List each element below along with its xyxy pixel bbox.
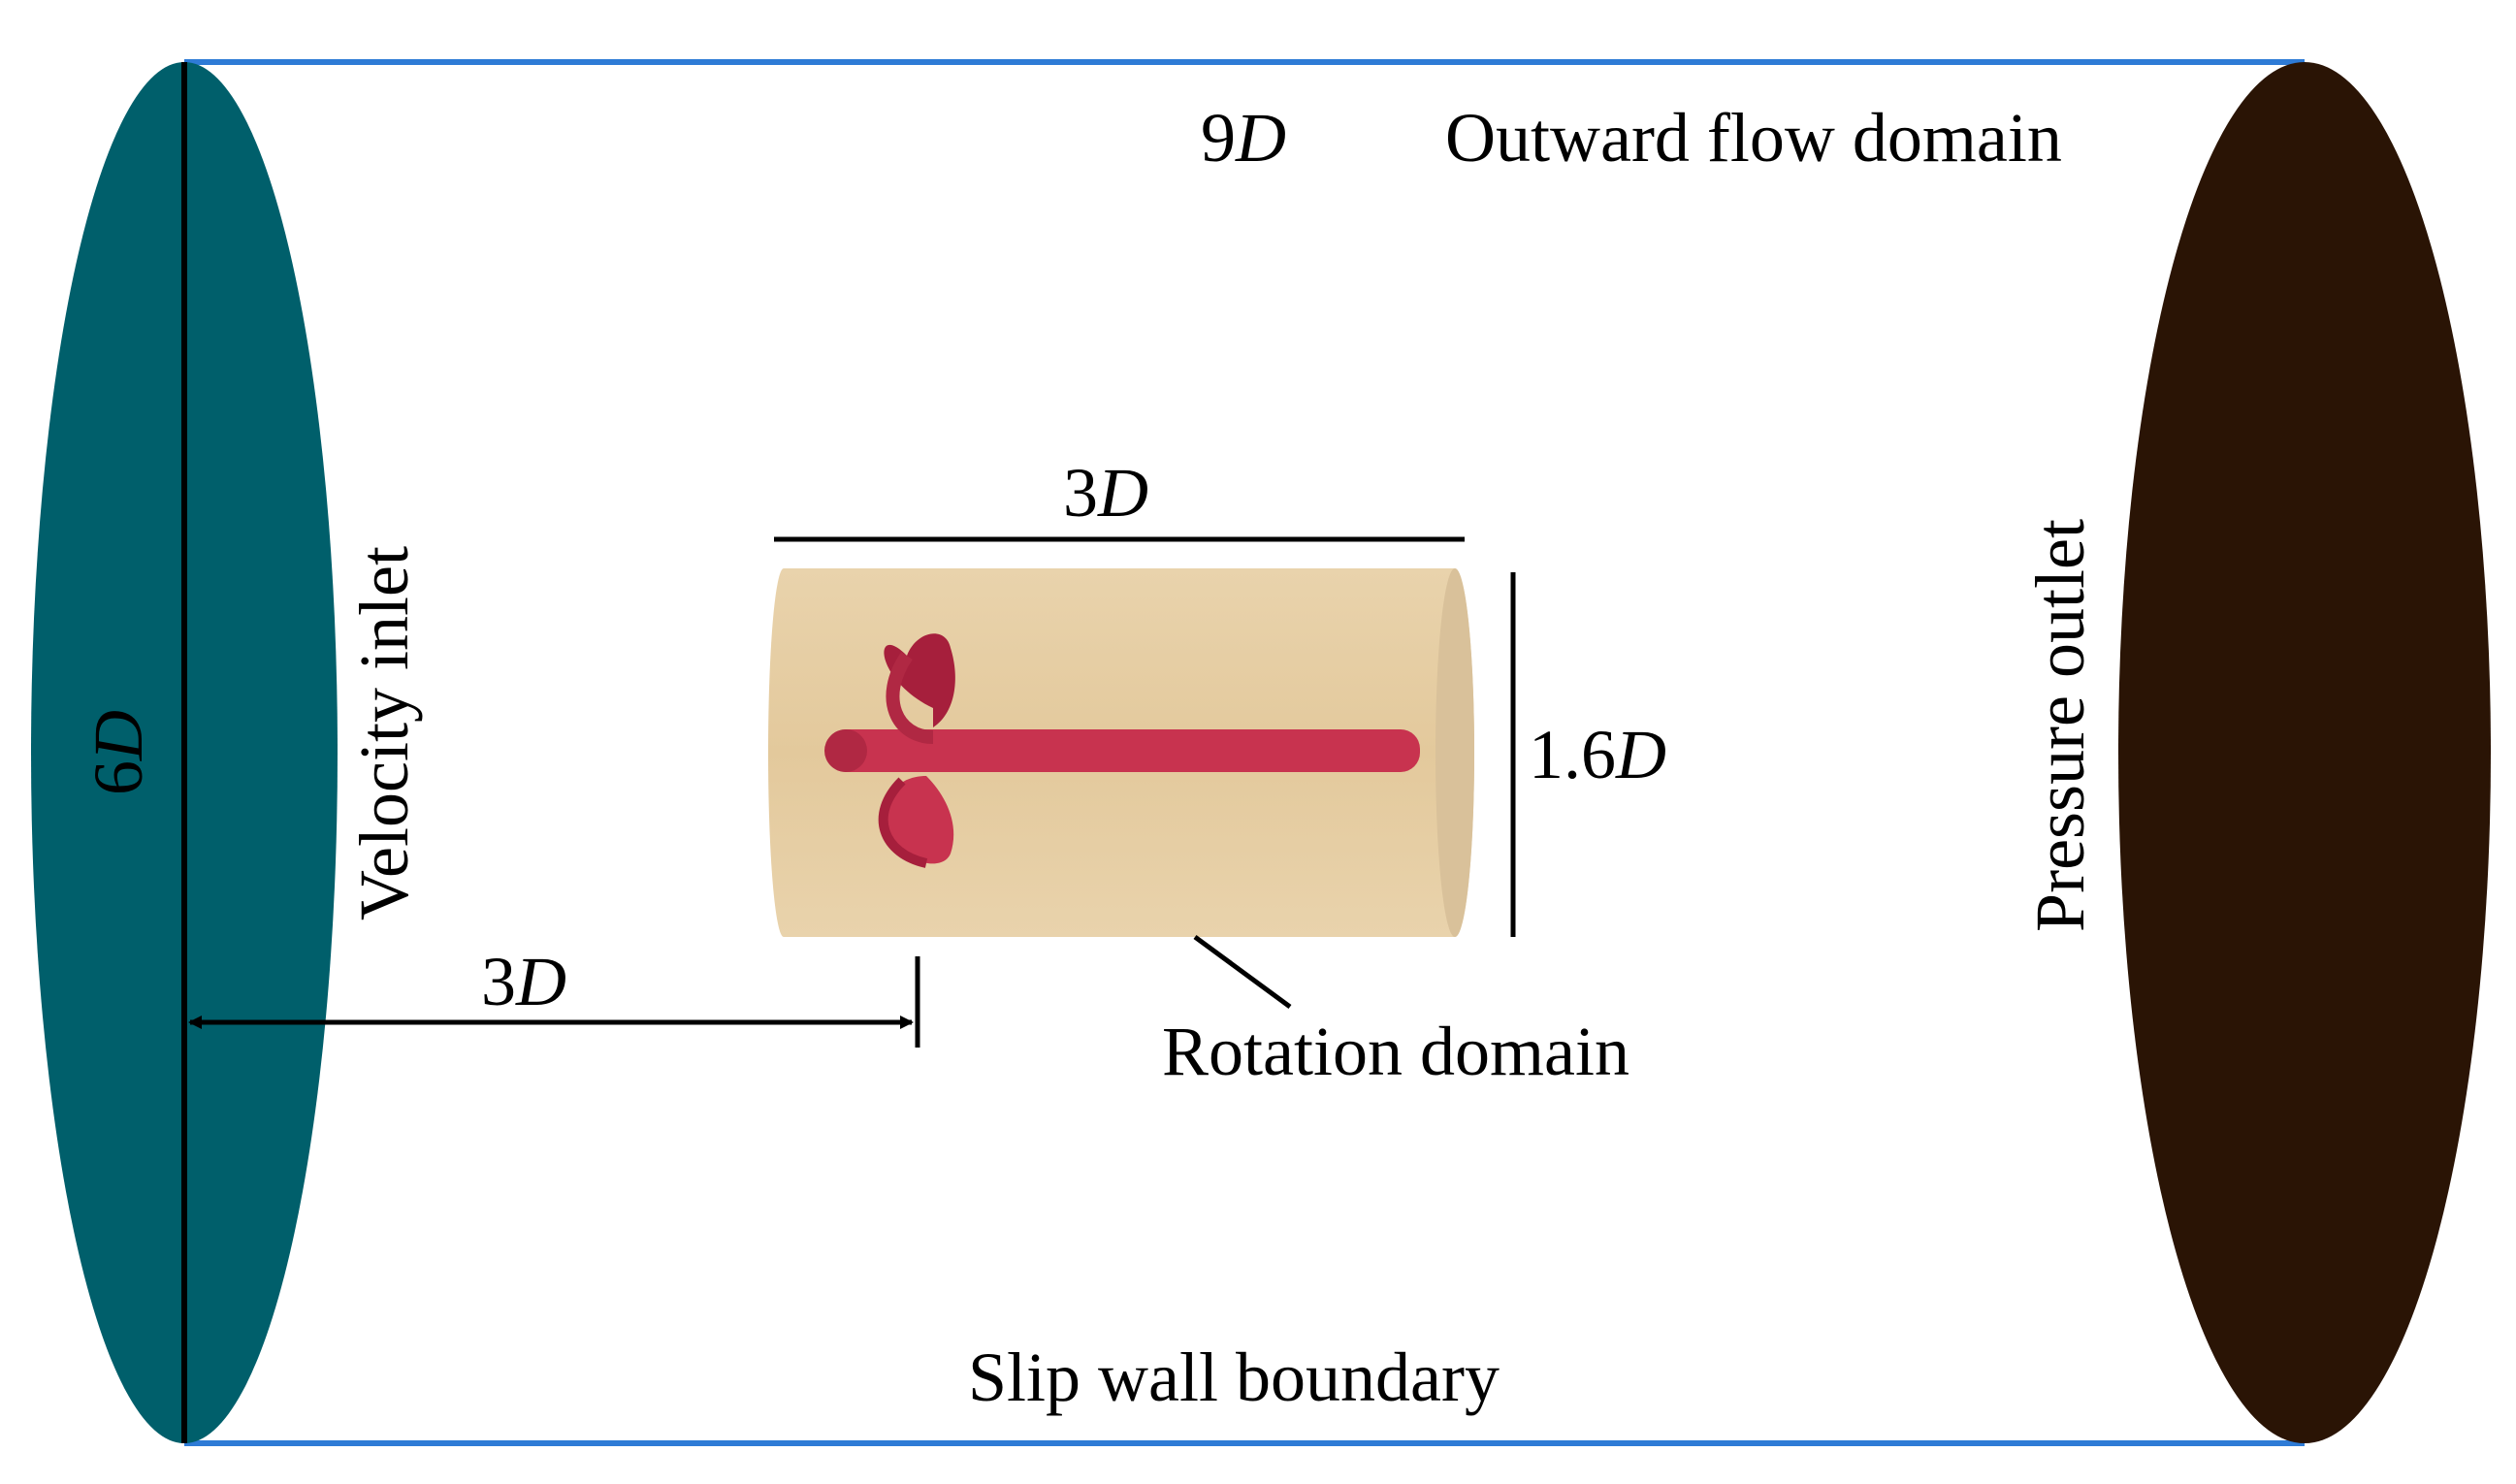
pressure-outlet-label: Pressure outlet	[2021, 519, 2099, 932]
outward-flow-domain-label: Outward flow domain	[1445, 99, 2062, 177]
rotation-length-label: 3D	[1063, 454, 1148, 532]
rotor-blade-lower	[884, 776, 954, 864]
velocity-inlet-label: Velocity inlet	[345, 546, 423, 920]
upstream-distance-label: 3D	[481, 943, 566, 1020]
slip-wall-boundary-label: Slip wall boundary	[968, 1339, 1500, 1416]
rotor-shaft	[826, 729, 1420, 772]
rotation-diameter-label: 1.6D	[1529, 716, 1666, 793]
rotation-domain-leader	[1193, 934, 1292, 1010]
pressure-outlet-face	[2118, 62, 2491, 1443]
inlet-diameter-label: 6D	[80, 710, 157, 795]
rotor	[824, 633, 1420, 868]
rotation-domain-label: Rotation domain	[1162, 1013, 1629, 1090]
outward-domain-length-label: 9D	[1201, 99, 1286, 177]
